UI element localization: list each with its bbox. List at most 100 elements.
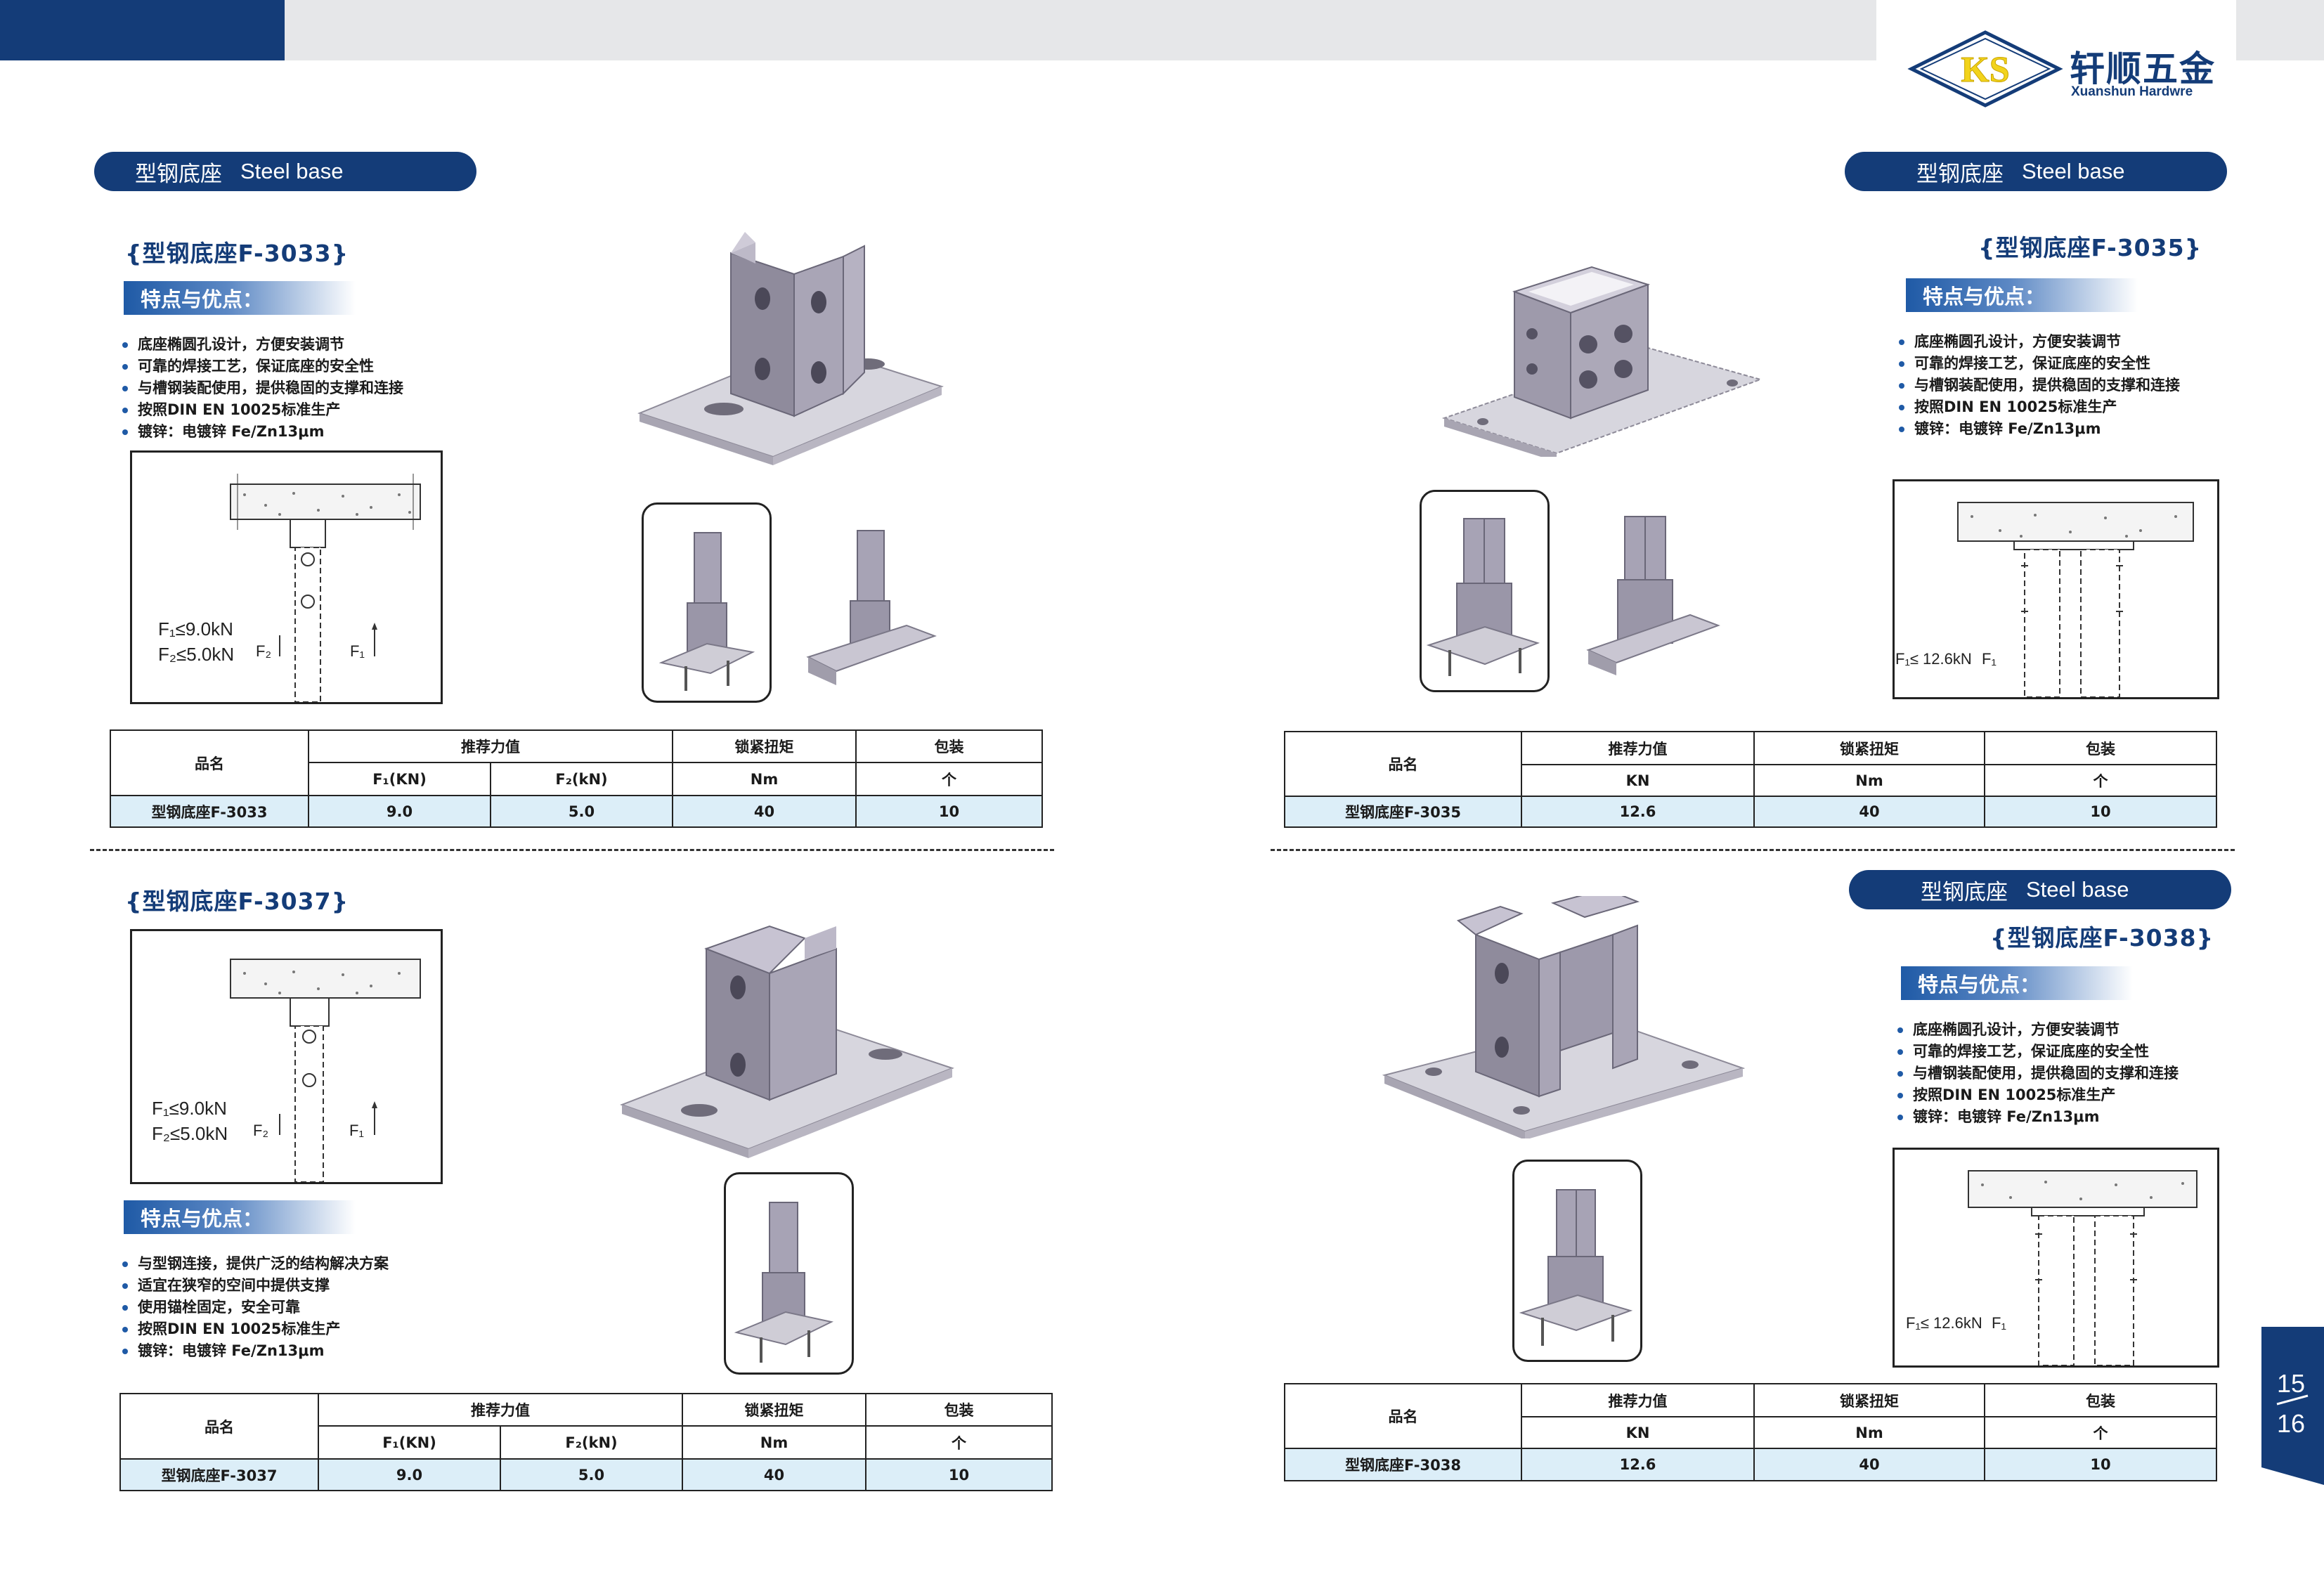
- force-label-f1: F₁: [350, 642, 365, 660]
- model-title-f3035: {型钢底座F-3035}: [1978, 234, 2202, 261]
- header-nm: Nm: [682, 1425, 866, 1460]
- force-limit-f2: F₂≤5.0kN: [152, 1123, 228, 1144]
- load-diagram-drawing: [1968, 1170, 2198, 1366]
- feature-list-f3037: 与型钢连接，提供广泛的结构解决方案 适宜在狭窄的空间中提供支撑 使用锚栓固定，安…: [119, 1253, 389, 1362]
- list-item: 可靠的焊接工艺，保证底座的安全性: [1895, 1041, 2179, 1063]
- force-label-f1: F₁: [349, 1122, 364, 1139]
- install-thumb-image: [658, 532, 755, 691]
- features-heading: 特点与优点：: [124, 281, 356, 315]
- load-diagram-drawing: [1957, 502, 2194, 698]
- force-limit-f1: F₁≤9.0kN: [152, 1098, 227, 1119]
- header-name: 品名: [110, 729, 309, 797]
- header-force: 推荐力值: [1521, 1383, 1755, 1417]
- header-force: 推荐力值: [308, 729, 673, 763]
- force-label-f1: F₁: [1992, 1314, 2006, 1332]
- section-divider-left: [90, 849, 1054, 851]
- spec-table-f3035: 品名 推荐力值 锁紧扭矩 包装 KN Nm 个 型钢底座F-3035 12.6 …: [1284, 731, 2217, 828]
- header-unit: 个: [1984, 1416, 2217, 1449]
- list-item: 与型钢连接，提供广泛的结构解决方案: [119, 1253, 389, 1275]
- install-thumb-frame: [724, 1172, 854, 1375]
- top-bar-right: [2236, 0, 2324, 60]
- table-row: 型钢底座F-3035 12.6 40 10: [1284, 796, 2217, 828]
- cell-kn: 12.6: [1521, 796, 1755, 828]
- list-item: 适宜在狭窄的空间中提供支撑: [119, 1275, 389, 1297]
- list-item: 使用锚栓固定，安全可靠: [119, 1297, 389, 1318]
- header-pack: 包装: [865, 1393, 1053, 1427]
- top-bar-left: [0, 0, 285, 60]
- cell-torque: 40: [1753, 796, 1985, 828]
- list-item: 镀锌：电镀锌 Fe/Zn13μm: [119, 421, 403, 443]
- section-title-en: Steel base: [2022, 159, 2125, 183]
- install-thumb-frame: [1420, 490, 1550, 692]
- spec-table-f3037: 品名 推荐力值 锁紧扭矩 包装 F₁(KN) F₂(kN) Nm 个 型钢底座F…: [119, 1392, 1053, 1491]
- list-item: 镀锌：电镀锌 Fe/Zn13μm: [119, 1340, 389, 1362]
- logo-letters: KS: [1961, 50, 2009, 90]
- header-torque: 锁紧扭矩: [682, 1393, 866, 1427]
- header-name: 品名: [119, 1392, 319, 1460]
- cell-name: 型钢底座F-3035: [1284, 796, 1522, 828]
- product-image-f3038: [1382, 896, 1746, 1138]
- header-torque: 锁紧扭矩: [1753, 1383, 1985, 1417]
- list-item: 按照DIN EN 10025标准生产: [1896, 396, 2180, 418]
- install-image-channel: [806, 530, 937, 685]
- cell-pack: 10: [1984, 796, 2217, 828]
- list-item: 镀锌：电镀锌 Fe/Zn13μm: [1895, 1106, 2179, 1128]
- table-row: 型钢底座F-3038 12.6 40 10: [1284, 1448, 2217, 1481]
- force-limit-f1: F₁≤ 12.6kN: [1895, 650, 1972, 668]
- header-kn: KN: [1521, 1416, 1755, 1449]
- product-image-f3033: [637, 232, 944, 465]
- header-unit: 个: [855, 761, 1043, 797]
- header-pack: 包装: [855, 729, 1043, 763]
- load-diagram-f3035: [1893, 479, 2219, 699]
- feature-list-f3038: 底座椭圆孔设计，方便安装调节 可靠的焊接工艺，保证底座的安全性 与槽钢装配使用，…: [1895, 1019, 2179, 1128]
- header-name: 品名: [1284, 731, 1522, 797]
- load-diagram-f3033: [130, 450, 443, 704]
- list-item: 镀锌：电镀锌 Fe/Zn13μm: [1896, 418, 2180, 440]
- brand-name-cn: 轩顺五金: [2070, 48, 2216, 89]
- install-thumb-image: [1426, 518, 1540, 676]
- list-item: 按照DIN EN 10025标准生产: [119, 1318, 389, 1340]
- brand-name-en: Xuanshun Hardwre: [2071, 84, 2193, 99]
- cell-name: 型钢底座F-3033: [110, 795, 309, 828]
- install-thumb-image: [734, 1202, 834, 1363]
- list-item: 按照DIN EN 10025标准生产: [119, 399, 403, 421]
- page-number-tab: [2261, 1327, 2324, 1485]
- features-heading: 特点与优点：: [1906, 278, 2138, 312]
- spec-table-f3033: 品名 推荐力值 锁紧扭矩 包装 F₁(KN) F₂(kN) Nm 个 型钢底座F…: [110, 729, 1043, 828]
- header-nm: Nm: [672, 761, 857, 797]
- cell-name: 型钢底座F-3037: [119, 1458, 319, 1491]
- section-title-en: Steel base: [240, 159, 344, 183]
- cell-f2: 5.0: [500, 1458, 683, 1491]
- header-pack: 包装: [1984, 731, 2217, 765]
- cell-f1: 9.0: [318, 1458, 501, 1491]
- list-item: 按照DIN EN 10025标准生产: [1895, 1084, 2179, 1106]
- model-title-f3038: {型钢底座F-3038}: [1990, 924, 2214, 952]
- cell-torque: 40: [672, 795, 857, 828]
- cell-torque: 40: [1753, 1448, 1985, 1481]
- list-item: 可靠的焊接工艺，保证底座的安全性: [1896, 353, 2180, 375]
- section-title-left: 型钢底座 Steel base: [94, 152, 476, 191]
- header-name: 品名: [1284, 1383, 1522, 1449]
- top-bar-middle: [285, 0, 1876, 60]
- section-title-en: Steel base: [2026, 877, 2129, 902]
- brand-logo: KS: [1904, 25, 2214, 117]
- force-label-f2: F₂: [256, 642, 271, 660]
- cell-pack: 10: [855, 795, 1043, 828]
- cell-pack: 10: [1984, 1448, 2217, 1481]
- section-title-cn: 型钢底座: [135, 161, 222, 187]
- list-item: 与槽钢装配使用，提供稳固的支撑和连接: [1896, 375, 2180, 396]
- feature-list-f3035: 底座椭圆孔设计，方便安装调节 可靠的焊接工艺，保证底座的安全性 与槽钢装配使用，…: [1896, 331, 2180, 440]
- list-item: 底座椭圆孔设计，方便安装调节: [1895, 1019, 2179, 1041]
- list-item: 与槽钢装配使用，提供稳固的支撑和连接: [1895, 1063, 2179, 1084]
- header-kn: KN: [1521, 764, 1755, 797]
- header-nm: Nm: [1753, 764, 1985, 797]
- table-row: 型钢底座F-3033 9.0 5.0 40 10: [110, 795, 1043, 828]
- force-limit-f1: F₁≤ 12.6kN: [1906, 1314, 1982, 1332]
- cell-kn: 12.6: [1521, 1448, 1755, 1481]
- table-row: 型钢底座F-3037 9.0 5.0 40 10: [119, 1458, 1053, 1491]
- force-limit-f1: F₁≤9.0kN: [158, 618, 233, 640]
- list-item: 与槽钢装配使用，提供稳固的支撑和连接: [119, 377, 403, 399]
- force-label-f1: F₁: [1982, 650, 1997, 668]
- load-diagram-drawing: [230, 959, 421, 1183]
